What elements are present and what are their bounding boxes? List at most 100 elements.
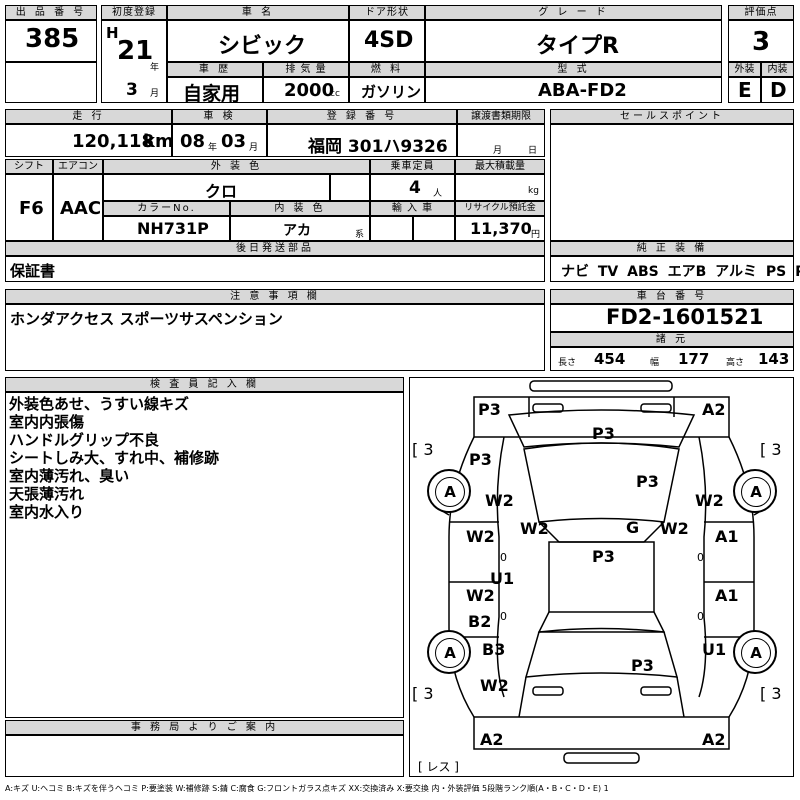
- ext-color: クロ: [205, 182, 238, 201]
- transfer-month: 月: [493, 146, 503, 156]
- grade: タイプR: [536, 34, 619, 59]
- office-cell: [5, 735, 404, 777]
- tire-tread-label: [ 3: [760, 440, 782, 459]
- door-type: 4SD: [364, 28, 414, 53]
- import-label: 輸 入 車: [370, 201, 455, 216]
- displacement: 2000: [284, 80, 335, 101]
- dmg-label: A2: [702, 400, 726, 419]
- import-cell: [370, 216, 413, 241]
- inspector-label: 検 査 員 記 入 欄: [5, 377, 404, 392]
- equipment: ナビ TV ABS エアB アルミ PS PW: [561, 264, 800, 280]
- dmg-label: W2: [466, 586, 495, 605]
- tire-tread-label: [ 3: [412, 440, 434, 459]
- dmg-label: A1: [715, 527, 739, 546]
- length-label: 長さ: [558, 358, 577, 368]
- tire-tread-label: [ 3: [760, 684, 782, 703]
- sales-point-label: セールスポイント: [550, 109, 794, 124]
- width-label: 幅: [650, 358, 660, 368]
- ac: AAC: [60, 198, 102, 219]
- ext-color-cell: [103, 174, 330, 201]
- int-color-cell: [230, 216, 370, 241]
- sales-point-cell: [550, 124, 794, 241]
- first-reg-year: 21: [117, 36, 154, 66]
- equip-cell: [550, 256, 794, 282]
- dmg-label: W2: [520, 519, 549, 538]
- exterior-grade: E: [738, 78, 752, 102]
- reg-no-label: 登 録 番 号: [267, 109, 457, 124]
- notes-cell: [5, 304, 545, 371]
- wheel-front-left: A: [427, 469, 471, 513]
- insp-month: 03: [221, 131, 247, 152]
- recycle: 11,370: [470, 219, 532, 238]
- wheel-rl-grade: A: [435, 638, 465, 668]
- int-color-suffix: 系: [355, 230, 365, 240]
- dmg-label: W2: [466, 527, 495, 546]
- ac-label: エアコン: [53, 159, 103, 174]
- dmg-label: P3: [592, 547, 615, 566]
- office-label: 事 務 局 よ り ご 案 内: [5, 720, 404, 735]
- score-label: 評価点: [728, 5, 794, 20]
- displacement-cell: [263, 77, 349, 103]
- grade-cell: [425, 20, 722, 62]
- car-name: シビック: [218, 34, 307, 59]
- remark-line: シートしみ大、すれ中、補修跡: [9, 449, 220, 467]
- dmg-label: A2: [480, 730, 504, 749]
- later-parts-cell: [5, 256, 545, 282]
- displacement-unit: cc: [330, 89, 340, 99]
- inspection-cell: [172, 124, 267, 157]
- shift: F6: [19, 198, 44, 219]
- lot-no-blank-cell: [5, 62, 97, 103]
- dmg-label: P3: [636, 472, 659, 491]
- lot-no-label: 出 品 番 号: [5, 5, 97, 20]
- wheel-rear-left: A: [427, 630, 471, 674]
- dims-cell: [550, 347, 794, 371]
- notes-label: 注 意 事 項 欄: [5, 289, 545, 304]
- remark-line: 室内薄汚れ、臭い: [9, 467, 130, 485]
- height-label: 高さ: [726, 358, 745, 368]
- color-no-cell: [103, 216, 230, 241]
- interior-grade-cell: [761, 77, 794, 103]
- car-diagram: [438, 380, 765, 764]
- dmg-label: P3: [469, 450, 492, 469]
- capacity-unit: 人: [433, 189, 443, 199]
- insp-year-unit: 年: [208, 143, 218, 153]
- dmg-label: B3: [482, 640, 506, 659]
- era: H: [106, 24, 119, 42]
- remark-line: ハンドルグリップ不良: [9, 431, 160, 449]
- remark-line: 外装色あせ、うすい線キズ: [9, 395, 190, 413]
- ac-cell: [53, 174, 103, 241]
- dmg-label: P3: [592, 424, 615, 443]
- insp-year: 08: [180, 131, 206, 152]
- tire-tread-label: [ 3: [412, 684, 434, 703]
- history: 自家用: [183, 83, 241, 105]
- dmg-label: 0: [697, 551, 704, 564]
- shift-label: シフト: [5, 159, 53, 174]
- interior-grade: D: [770, 78, 787, 102]
- dmg-label: P3: [631, 656, 654, 675]
- insp-month-unit: 月: [249, 143, 259, 153]
- transfer-day: 日: [528, 146, 538, 156]
- width: 177: [678, 350, 710, 368]
- grade-label: グ レ ー ド: [425, 5, 722, 20]
- max-load-label: 最大積載量: [455, 159, 545, 174]
- score-cell: [728, 20, 794, 62]
- month-unit: 月: [150, 89, 160, 99]
- dmg-label: 0: [500, 610, 507, 623]
- exterior-grade-label: 外装: [728, 62, 761, 77]
- transfer-label: 譲渡書類期限: [457, 109, 545, 124]
- legend: A:キズ U:ヘコミ B:キズを伴うヘコミ P:要塗装 W:補修跡 S:錆 C:…: [5, 784, 609, 793]
- ext-color-label: 外 装 色: [103, 159, 370, 174]
- remark-line: 室内内張傷: [9, 413, 85, 431]
- equip-label: 純 正 装 備: [550, 241, 794, 256]
- fuel: ガソリン: [361, 83, 422, 101]
- model-cell: [425, 77, 722, 103]
- dmg-label: W2: [695, 491, 724, 510]
- first-reg-month: 3: [126, 80, 138, 100]
- inspector-cell: [5, 392, 404, 718]
- displacement-label: 排 気 量: [263, 62, 349, 77]
- year-unit: 年: [150, 63, 160, 73]
- history-cell: [167, 77, 263, 103]
- dmg-label: A1: [715, 586, 739, 605]
- dims-label: 諸 元: [550, 332, 794, 347]
- ext-color-extra-cell: [330, 174, 370, 201]
